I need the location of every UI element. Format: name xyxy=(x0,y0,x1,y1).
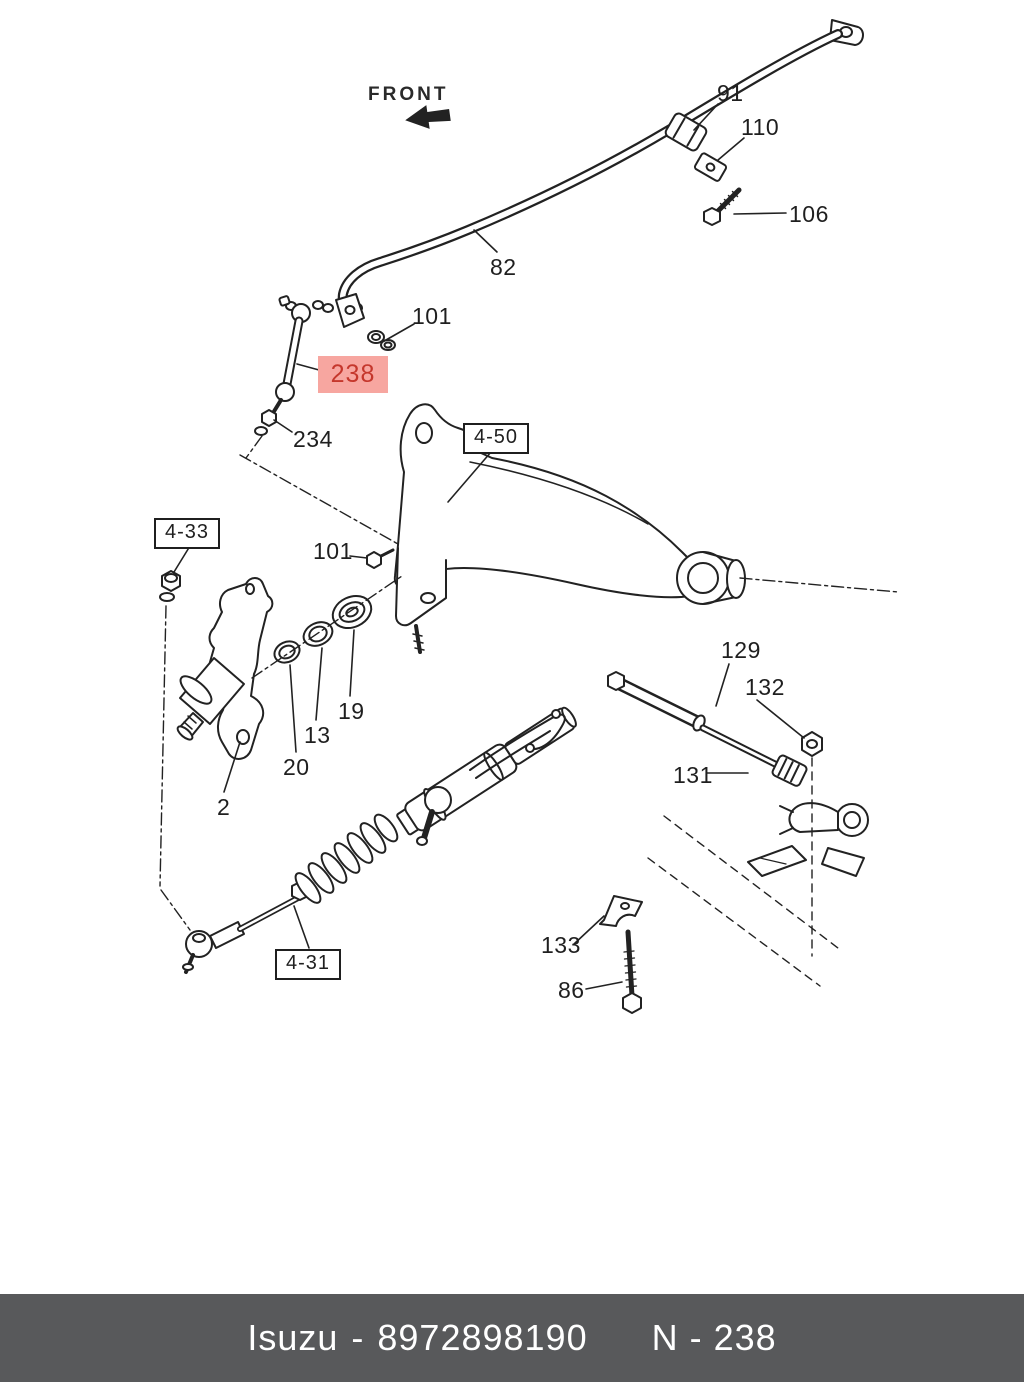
footer-part-number-group: Isuzu - 8972898190 xyxy=(247,1317,587,1359)
part-label-132: 132 xyxy=(745,674,785,700)
part-label-91: 91 xyxy=(717,80,744,106)
part-label-106: 106 xyxy=(789,201,829,227)
part-label-129: 129 xyxy=(721,637,761,663)
part-label-234: 234 xyxy=(293,426,333,452)
steering-knuckle xyxy=(159,570,274,760)
footer-brand: Isuzu xyxy=(247,1317,339,1358)
highlighted-part-label-238: 238 xyxy=(318,356,388,393)
part-label-13: 13 xyxy=(304,722,331,748)
anchor-bolt xyxy=(622,929,642,1014)
parts-diagram-canvas: FRONT 91 110 106 82 101 238 234 4-50 4-3… xyxy=(154,19,899,1014)
footer-separator: - xyxy=(351,1317,365,1358)
part-label-82: 82 xyxy=(490,254,517,280)
clamp-bolt xyxy=(703,187,742,226)
stabilizer-link xyxy=(254,295,396,436)
section-box-4-31: 4-31 xyxy=(275,949,342,980)
section-box-4-50: 4-50 xyxy=(463,423,530,454)
part-label-20: 20 xyxy=(283,754,310,780)
part-label-2: 2 xyxy=(217,794,231,820)
footer-reference: N - 238 xyxy=(651,1317,777,1358)
front-label: FRONT xyxy=(368,84,449,105)
footer-part-number: 8972898190 xyxy=(377,1317,588,1358)
bushing-clamp xyxy=(693,152,728,182)
section-box-4-33: 4-33 xyxy=(154,518,221,549)
front-arrow-icon xyxy=(405,105,451,129)
stabilizer-bushing xyxy=(664,112,708,152)
part-label-110: 110 xyxy=(741,114,780,140)
anchor-bracket xyxy=(599,895,643,927)
construction-lines xyxy=(159,435,899,931)
part-label-101-lower: 101 xyxy=(313,538,353,564)
part-label-19: 19 xyxy=(338,698,365,724)
footer-bar: Isuzu - 8972898190 N - 238 xyxy=(0,1294,1024,1382)
steering-gear xyxy=(182,706,577,974)
stabilizer-bar xyxy=(335,19,864,328)
leader-lines xyxy=(173,103,805,990)
part-label-86: 86 xyxy=(558,977,585,1003)
part-label-101-upper: 101 xyxy=(412,303,452,329)
part-label-133: 133 xyxy=(541,932,581,958)
torsion-bar-parts xyxy=(607,671,869,877)
lower-control-arm xyxy=(366,403,746,654)
parts-diagram-art xyxy=(159,19,899,1014)
part-label-131: 131 xyxy=(673,762,713,788)
hidden-lines xyxy=(647,757,839,987)
